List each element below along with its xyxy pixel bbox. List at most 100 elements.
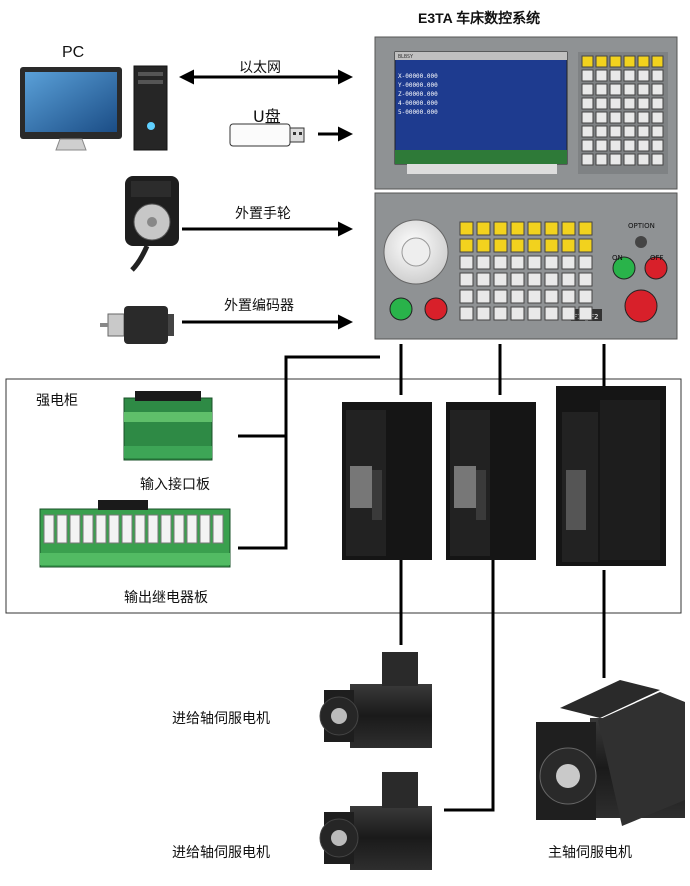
operation-key <box>459 255 474 270</box>
operation-key <box>561 289 576 304</box>
usb-label: U盘 <box>253 107 281 126</box>
keypad-key <box>609 125 622 138</box>
keypad-key <box>637 55 650 68</box>
keypad-key <box>581 111 594 124</box>
input-board-label: 输入接口板 <box>140 477 210 493</box>
operation-key <box>459 306 474 321</box>
operation-key <box>544 255 559 270</box>
keypad-key <box>609 83 622 96</box>
keypad-key <box>581 83 594 96</box>
operation-key <box>578 221 593 236</box>
operation-key <box>544 272 559 287</box>
operation-key <box>527 221 542 236</box>
operation-key <box>510 272 525 287</box>
operation-key <box>476 255 491 270</box>
keypad-key <box>609 69 622 82</box>
keypad-key <box>623 69 636 82</box>
operation-key <box>544 289 559 304</box>
pc-label: PC <box>62 44 85 61</box>
on-label: ON <box>612 254 623 262</box>
operation-key <box>493 255 508 270</box>
connection-lines <box>238 344 606 812</box>
screen-line: Z-00000.000 <box>398 91 438 98</box>
pc-tower <box>133 65 168 151</box>
operation-key <box>459 272 474 287</box>
keypad-key <box>651 125 664 138</box>
keypad-key <box>595 83 608 96</box>
operation-key <box>493 221 508 236</box>
keypad-key <box>595 139 608 152</box>
relay <box>56 514 68 544</box>
operation-key <box>561 238 576 253</box>
keypad-key <box>623 111 636 124</box>
input-interface-board <box>123 391 213 461</box>
keypad-key <box>623 125 636 138</box>
cnc-brand-label: BLBSY <box>398 54 413 60</box>
operation-key <box>459 221 474 236</box>
cnc-screen-text: BLBSY X-00000.000 Y-00000.000 Z-00000.00… <box>398 54 438 116</box>
keypad-key <box>651 111 664 124</box>
keypad-key <box>637 83 650 96</box>
relay <box>147 514 159 544</box>
screen-line: 5-00000.000 <box>398 109 438 116</box>
operation-key <box>561 221 576 236</box>
output-board-label: 输出继电器板 <box>124 590 208 606</box>
operation-key <box>493 238 508 253</box>
handwheel-label: 外置手轮 <box>235 206 291 222</box>
spindle-drive <box>556 386 666 566</box>
operation-key <box>510 255 525 270</box>
keypad-key <box>651 55 664 68</box>
keypad-key <box>623 153 636 166</box>
operation-key <box>578 255 593 270</box>
keypad-key <box>581 55 594 68</box>
screen-line: X-00000.000 <box>398 73 438 80</box>
relay <box>173 514 185 544</box>
relay <box>212 514 224 544</box>
keypad-key <box>637 139 650 152</box>
operation-key <box>544 221 559 236</box>
operation-key <box>493 289 508 304</box>
keypad-key <box>651 153 664 166</box>
feed-servo-motor-2 <box>319 772 432 870</box>
keypad-key <box>595 69 608 82</box>
operation-key <box>561 255 576 270</box>
keypad-key <box>623 97 636 110</box>
screen-line: 4-00000.000 <box>398 100 438 107</box>
operation-key <box>527 289 542 304</box>
encoder-label: 外置编码器 <box>224 298 294 314</box>
keypad-key <box>581 97 594 110</box>
keypad-key <box>637 69 650 82</box>
relay <box>108 514 120 544</box>
operation-key <box>459 238 474 253</box>
usb-stick <box>229 123 305 147</box>
operation-key <box>493 306 508 321</box>
servo-drive-2 <box>446 402 536 560</box>
system-title: E3TA 车床数控系统 <box>418 10 541 26</box>
keypad-key <box>609 139 622 152</box>
operation-key <box>527 272 542 287</box>
cnc-keypad <box>581 55 664 166</box>
keypad-key <box>609 97 622 110</box>
operation-key <box>578 306 593 321</box>
operation-key <box>561 272 576 287</box>
keypad-key <box>595 55 608 68</box>
relay <box>134 514 146 544</box>
keypad-key <box>651 97 664 110</box>
keypad-key <box>609 111 622 124</box>
feed-motor-1-label: 进给轴伺服电机 <box>172 711 270 727</box>
f1-key-label: F1 <box>573 313 581 321</box>
operation-key <box>510 306 525 321</box>
keypad-key <box>581 125 594 138</box>
operation-key <box>527 306 542 321</box>
off-label: OFF <box>650 254 664 262</box>
keypad-key <box>581 153 594 166</box>
relay <box>82 514 94 544</box>
handwheel-device <box>125 176 179 272</box>
output-relay-board <box>39 500 231 568</box>
servo-drive-1 <box>342 402 432 560</box>
operation-key <box>578 272 593 287</box>
keypad-key <box>623 139 636 152</box>
relay <box>186 514 198 544</box>
operation-key <box>527 255 542 270</box>
